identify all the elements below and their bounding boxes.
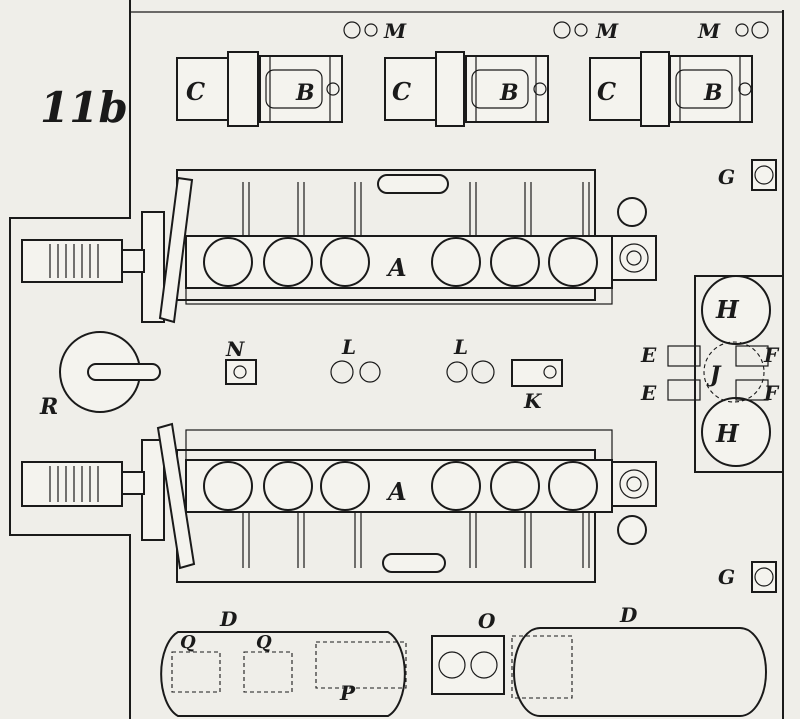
- right-equipment: [667, 159, 784, 593]
- label-d-2: D: [619, 603, 638, 627]
- mid-equipment: [59, 331, 563, 413]
- label-g-1: G: [718, 165, 735, 189]
- label-h-2: H: [715, 419, 740, 448]
- label-e-2: E: [640, 381, 657, 405]
- m-pairs: [343, 21, 769, 39]
- label-n: N: [225, 337, 245, 361]
- label-c-3: C: [597, 77, 616, 106]
- label-f-2: F: [763, 381, 780, 405]
- label-a-lower: A: [386, 477, 407, 506]
- label-l-1: L: [341, 335, 356, 359]
- label-m-2: M: [595, 19, 619, 43]
- label-g-2: G: [718, 565, 735, 589]
- label-k: K: [523, 389, 543, 413]
- label-j: J: [706, 362, 722, 388]
- label-b-2: B: [499, 80, 519, 106]
- label-c-2: C: [392, 77, 411, 106]
- top-generator-sets: [176, 21, 769, 127]
- label-f-1: F: [763, 343, 780, 367]
- set-2: [384, 51, 549, 127]
- label-q-1: Q: [180, 632, 196, 653]
- label-b-1: B: [295, 80, 315, 106]
- label-m-3: M: [697, 19, 721, 43]
- label-m-1: M: [383, 19, 407, 43]
- label-p: P: [339, 681, 356, 705]
- upper-engine: [21, 169, 657, 324]
- set-1: [176, 51, 343, 127]
- bottom-tanks: [160, 627, 767, 717]
- label-b-3: B: [703, 80, 723, 106]
- label-c-1: C: [186, 77, 205, 106]
- label-h-1: H: [715, 295, 740, 324]
- lower-engine: [21, 422, 657, 583]
- label-d-1: D: [219, 607, 238, 631]
- label-a-upper: A: [386, 253, 407, 282]
- label-l-2: L: [453, 335, 468, 359]
- label-r: R: [39, 394, 58, 420]
- label-q-2: Q: [256, 632, 272, 653]
- label-e-1: E: [640, 343, 657, 367]
- set-3: [589, 51, 753, 127]
- label-o: O: [478, 609, 496, 633]
- figure-number: 11b: [40, 83, 128, 132]
